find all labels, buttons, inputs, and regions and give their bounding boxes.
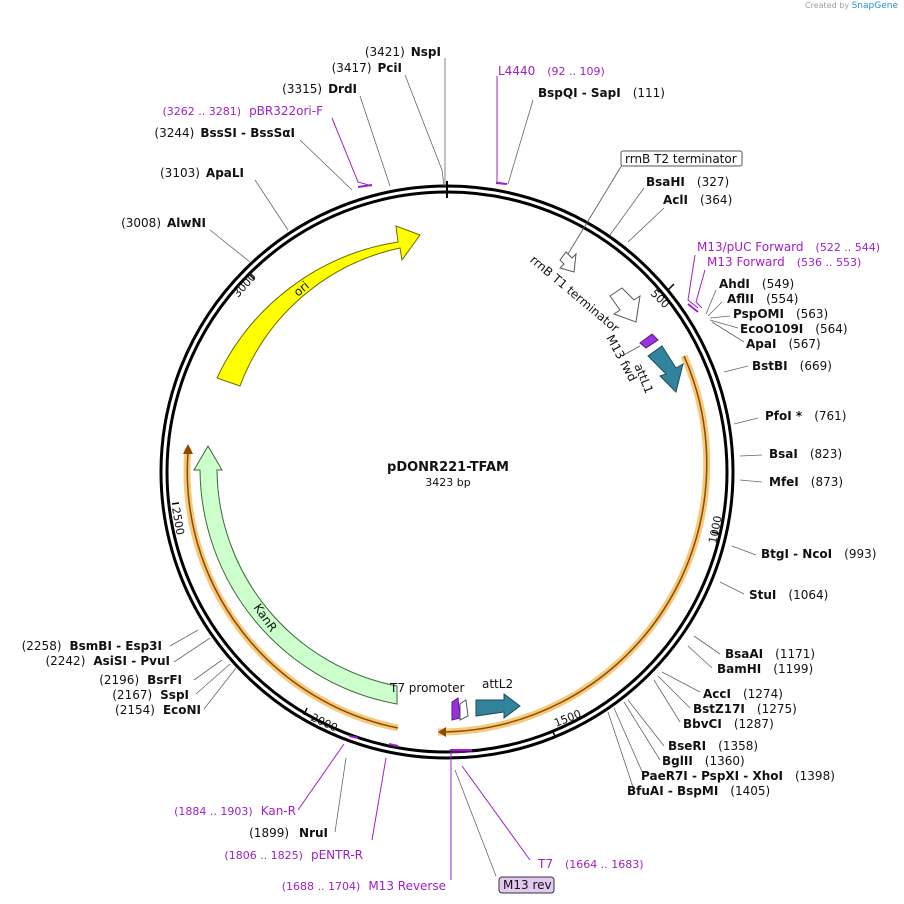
site-pfoi: PfoI *(761) [765,409,846,423]
site-bamhi: BamHI(1199) [717,662,813,676]
site-nrui: (1899)NruI [249,826,328,840]
site-mfei: MfeI(873) [769,475,843,489]
site-bstbi: BstBI(669) [752,359,832,373]
tick-1000: 1000 [706,515,725,545]
tick-2500-mark [171,502,180,505]
rrnb-t1-feature [609,287,641,323]
t7promoter-label: T7 promoter [389,681,465,695]
site-btgi: BtgI - NcoI(993) [761,547,876,561]
site-bsmbi: (2258)BsmBI - Esp3I [22,639,162,653]
site-bsaai: BsaAI(1171) [725,647,815,661]
m13fwd-feature [639,333,659,349]
insert-arc-right-line [441,355,708,733]
rrnb-t2-feature [559,251,577,273]
primer-l4440: L4440(92 .. 109) [498,64,605,78]
primer-pbr322ori-f: (3262 .. 3281)pBR322ori-F [163,104,324,118]
m13fwd-leader [621,345,641,357]
credit-prefix: Created by [805,1,850,10]
site-acli: AclI(364) [663,193,732,207]
kanr-feature [193,445,398,705]
insert-arc-right-head [438,727,446,737]
attl2-feature [475,693,521,719]
site-bsrfi: (2196)BsrFI [99,673,182,687]
site-econi: (2154)EcoNI [115,703,201,717]
site-labels: (3421)NspI (3417)PciI (3315)DrdI (3244)B… [22,45,877,840]
m13rev-label: M13 rev [503,878,552,892]
tick-3000: 3000 [231,271,259,301]
site-asisi: (2242)AsiSI - PvuI [45,654,170,668]
rrnb-t2-label: rrnB T2 terminator [625,152,737,166]
attl2-label: attL2 [482,677,513,691]
tick-1500-mark [551,729,556,737]
site-aflii: AflII(554) [727,292,798,306]
tick-500-mark [667,283,675,291]
site-bsahi: BsaHI(327) [646,175,729,189]
rrnb-t2-leader [567,164,623,255]
site-stui: StuI(1064) [749,588,828,602]
credit-brand: SnapGene [851,1,898,11]
m13rev-feature [451,697,461,721]
site-bseri: BseRI(1358) [668,739,758,753]
primer-markers [348,182,699,751]
primer-kan-r: (1884 .. 1903)Kan-R [174,804,296,818]
site-ahdi: AhdI(549) [719,277,794,291]
site-nspi: (3421)NspI [365,45,441,59]
plasmid-length: 3423 bp [425,476,470,489]
snapgene-credit: Created by SnapGene [805,1,898,11]
t7promoter-feature [459,699,469,721]
tick-2000-mark [303,707,308,716]
site-sspi: (2167)SspI [112,688,189,702]
primer-labels: L4440(92 .. 109) (3262 .. 3281)pBR322ori… [163,64,881,893]
insert-arc-left-line [186,451,399,729]
site-bsai: BsaI(823) [769,447,842,461]
site-acci: AccI(1274) [703,687,783,701]
site-pcii: (3417)PciI [332,61,402,75]
m13fwd-label: M13 fwd [603,332,639,384]
rrnb-t2-box [620,150,743,167]
site-alwni: (3008)AlwNI [121,216,206,230]
ori-feature [216,225,421,387]
site-bbvci: BbvCI(1287) [683,717,774,731]
insert-arc-left-head [183,444,193,454]
tick-2500: 2500 [169,506,187,536]
primer-m13-forward: M13 Forward(536 .. 553) [707,255,861,269]
insert-arc-right [437,354,711,736]
attl1-feature [647,345,684,393]
primer-pentr-r: (1806 .. 1825)pENTR-R [224,848,363,862]
m13rev-box [498,876,555,894]
site-bstz17i: BstZ17I(1275) [693,702,797,716]
tick-1000-mark [711,531,721,535]
site-bfuai: BfuAI - BspMI(1405) [627,784,770,798]
primer-m13-puc-forward: M13/pUC Forward(522 .. 544) [697,240,880,254]
site-apali: (3103)ApaLI [160,166,244,180]
site-apai: ApaI(567) [746,337,821,351]
tick-3000-mark [248,273,255,280]
site-bspqi: BspQI - SapI(111) [538,86,665,100]
site-paer7i: PaeR7I - PspXI - XhoI(1398) [641,769,835,783]
site-pspomi: PspOMI(563) [733,307,828,321]
site-bsssi: (3244)BssSI - BssSαI [154,126,295,140]
primer-m13-reverse: (1688 .. 1704)M13 Reverse [282,879,446,893]
site-bglii: BglII(1360) [662,754,745,768]
site-drdi: (3315)DrdI [282,82,357,96]
site-ecoo109i: EcoO109I(564) [740,322,848,336]
primer-t7: T7(1664 .. 1683) [537,857,644,871]
plasmid-name: pDONR221-TFAM [387,460,509,475]
site-leaders [169,58,763,877]
